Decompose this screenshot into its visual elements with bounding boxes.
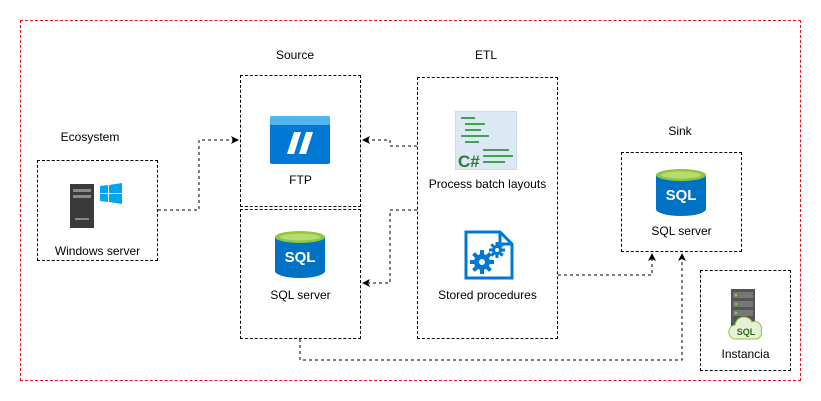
source-label: Source <box>275 48 315 62</box>
sql-database-icon: SQL <box>656 169 706 217</box>
ftp-box[interactable] <box>240 75 361 207</box>
outer-boundary <box>20 20 801 381</box>
stored-procedures-label: Stored procedures <box>438 288 537 302</box>
sql-icon-text: SQL <box>666 187 697 204</box>
edge-windows-to-ftp <box>158 136 239 211</box>
sql-vm-server-icon: SQL <box>727 289 763 341</box>
sink-label: Sink <box>668 124 692 138</box>
ftp-icon <box>270 116 330 164</box>
sql-source-label: SQL server <box>270 288 331 302</box>
ecosystem-label: Ecosystem <box>60 130 120 144</box>
sql-sink-box[interactable] <box>621 152 742 252</box>
sql-sink-label: SQL server <box>651 224 712 238</box>
csharp-script-icon: C# <box>454 110 518 171</box>
process-batch-label: Process batch layouts <box>428 177 547 191</box>
sql-database-icon: SQL <box>275 231 325 279</box>
edge-etl-to-sql-source <box>362 209 417 287</box>
edge-etl-to-sql-sink <box>558 253 656 276</box>
etl-label: ETL <box>474 48 497 62</box>
edge-etl-to-ftp <box>362 136 417 147</box>
instancia-sql-text: SQL <box>737 327 756 337</box>
sql-source-box[interactable] <box>240 209 361 339</box>
etl-box[interactable] <box>417 77 558 339</box>
instancia-box[interactable] <box>700 270 791 371</box>
windows-server-box[interactable] <box>37 160 158 261</box>
instancia-label: Instancia <box>721 347 770 361</box>
edge-sql-source-to-sql-sink <box>299 253 686 361</box>
sql-icon-text: SQL <box>285 249 316 266</box>
ftp-label: FTP <box>289 173 312 187</box>
csharp-text: C# <box>458 152 480 170</box>
windows-server-label: Windows server <box>54 244 141 258</box>
windows-server-icon <box>70 181 126 231</box>
gears-document-icon <box>464 230 514 280</box>
